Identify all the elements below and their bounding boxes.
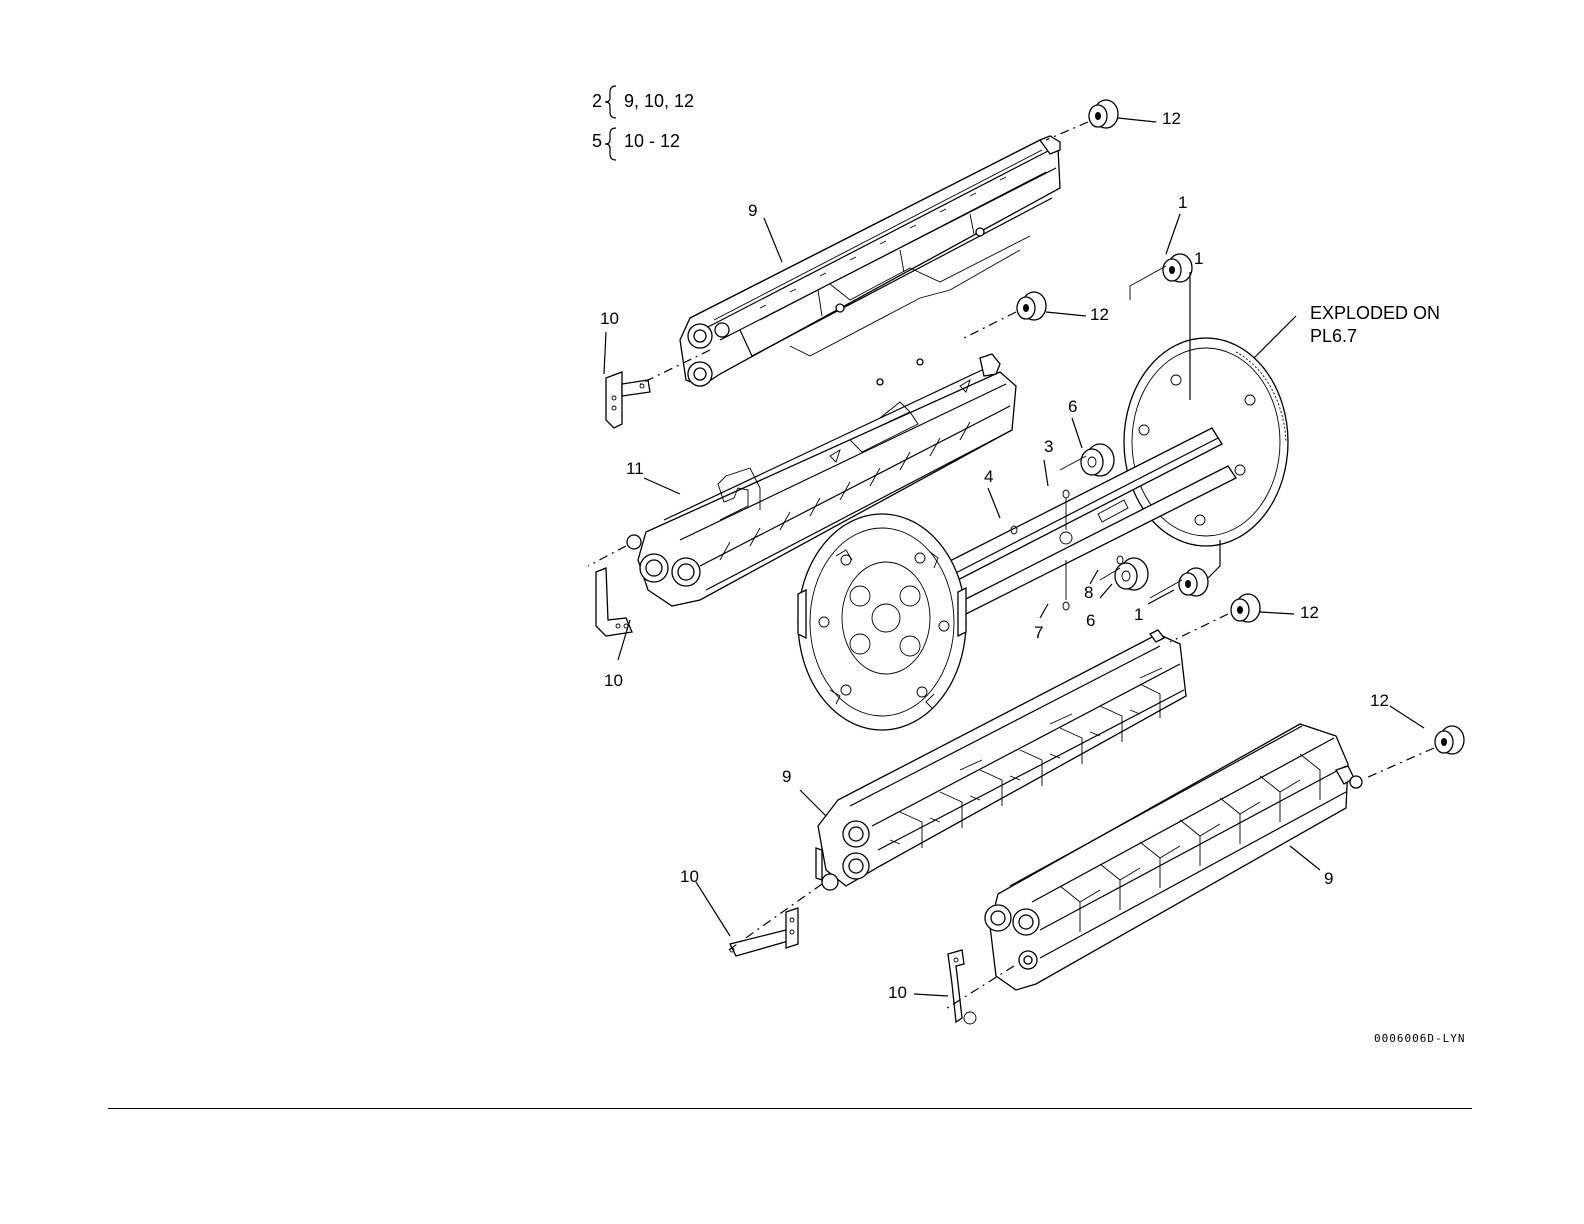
callout-8: 8 bbox=[1084, 584, 1093, 602]
bracket-10-a bbox=[606, 372, 650, 428]
gear-12-d bbox=[1435, 726, 1464, 754]
callout-12-b: 12 bbox=[1090, 306, 1109, 324]
callout-10-b: 10 bbox=[604, 672, 623, 690]
bracket-10-d bbox=[948, 950, 976, 1024]
exploded-note-line-2: PL6.7 bbox=[1310, 325, 1357, 347]
gear-12-b bbox=[1017, 292, 1046, 320]
callout-6-lower: 6 bbox=[1086, 612, 1095, 630]
bracket-10-c bbox=[730, 908, 798, 956]
callout-3: 3 bbox=[1044, 438, 1053, 456]
figure-code: 0006006D-LYN bbox=[1374, 1032, 1465, 1045]
callout-9-middle: 9 bbox=[782, 768, 791, 786]
callout-10-c: 10 bbox=[680, 868, 699, 886]
legend-items-2: 10 - 12 bbox=[624, 131, 680, 151]
callout-6-upper: 6 bbox=[1068, 398, 1077, 416]
gear-12-c bbox=[1231, 594, 1260, 622]
callout-1-lower: 1 bbox=[1134, 606, 1143, 624]
legend-items-1: 9, 10, 12 bbox=[624, 91, 694, 111]
legend-qty-1: 2 bbox=[592, 91, 602, 111]
carousel-frame bbox=[798, 338, 1288, 730]
footer-rule bbox=[108, 1108, 1472, 1109]
callout-12-d: 12 bbox=[1370, 692, 1389, 710]
gear-12-a bbox=[1089, 100, 1118, 128]
housing-9-top bbox=[680, 136, 1060, 386]
bracket-10-b bbox=[596, 568, 632, 636]
callout-7: 7 bbox=[1034, 624, 1043, 642]
callout-12-c: 12 bbox=[1300, 604, 1319, 622]
callout-1-upper: 1 bbox=[1194, 250, 1203, 268]
callout-9-top: 9 bbox=[748, 202, 757, 220]
callout-12-a: 12 bbox=[1162, 110, 1181, 128]
legend-braces bbox=[605, 86, 616, 160]
legend-qty-2: 5 bbox=[592, 131, 602, 151]
callout-10-a: 10 bbox=[600, 310, 619, 328]
callout-9-bottom: 9 bbox=[1324, 870, 1333, 888]
callout-10-d: 10 bbox=[888, 984, 907, 1002]
callout-1-top: 1 bbox=[1178, 194, 1187, 212]
exploded-note-line-1: EXPLODED ON bbox=[1310, 302, 1440, 324]
callout-11: 11 bbox=[626, 460, 644, 478]
callout-4: 4 bbox=[984, 468, 993, 486]
